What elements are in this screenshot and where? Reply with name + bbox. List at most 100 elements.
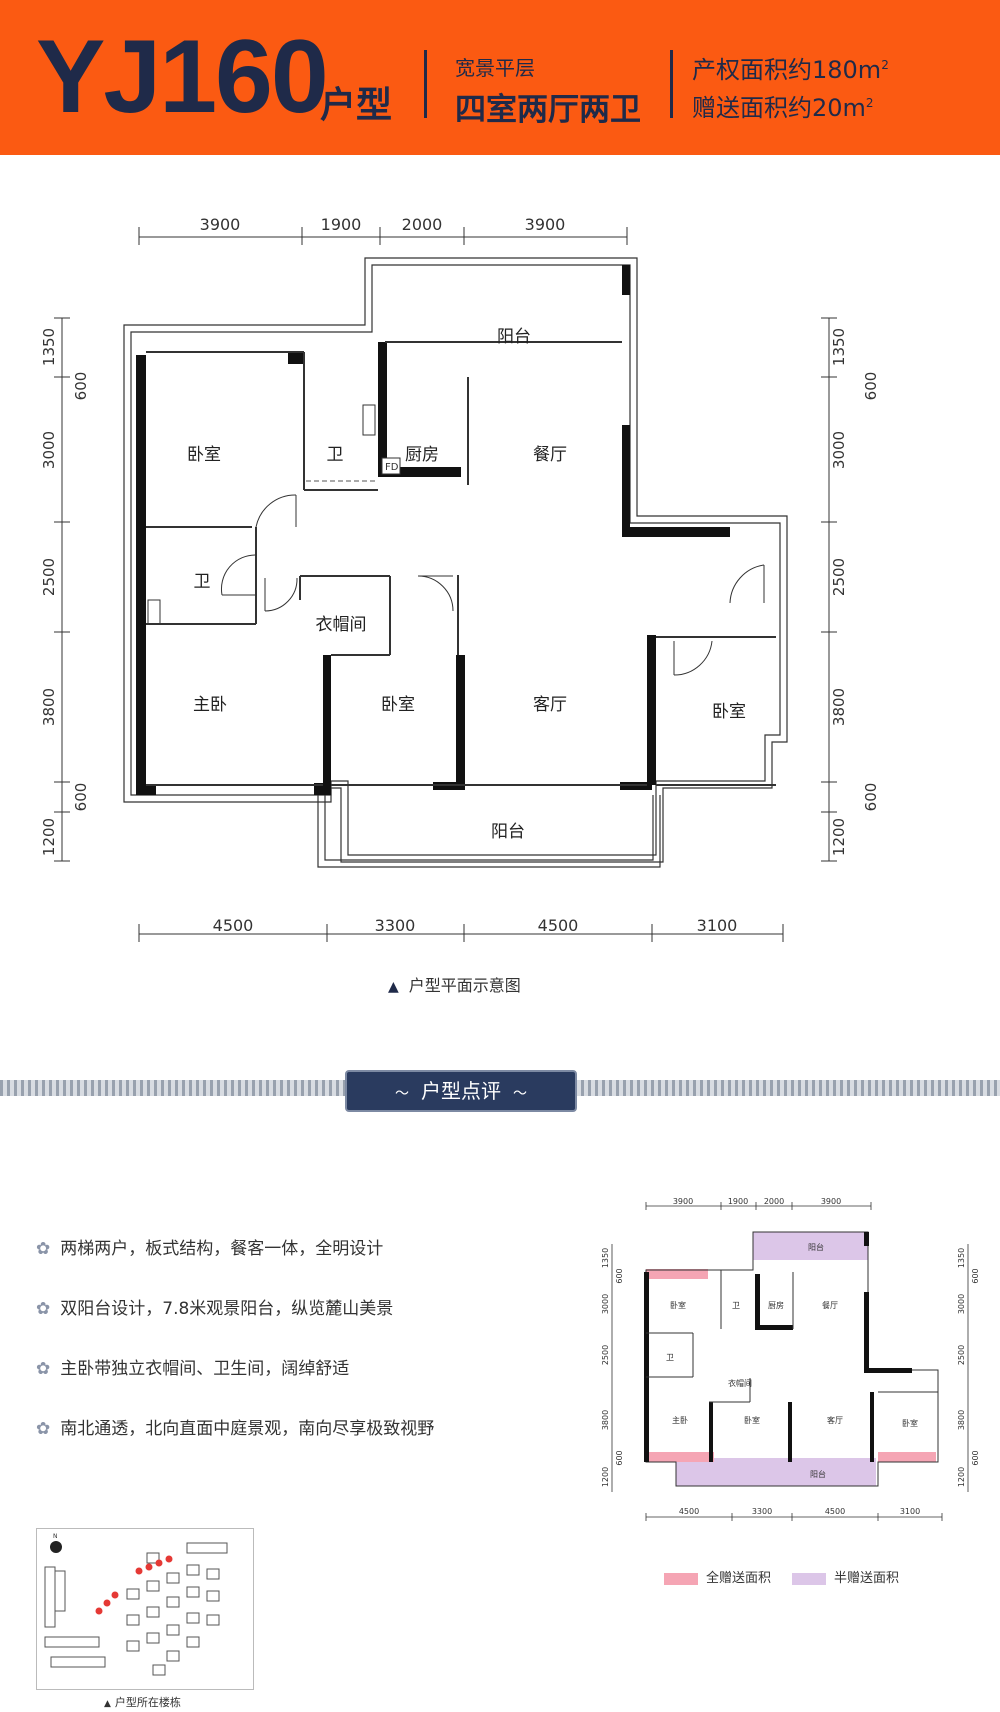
dim-left-3: 3000 bbox=[40, 431, 58, 469]
mini-dim-top-4: 3900 bbox=[821, 1197, 841, 1206]
dim-right-7: 1200 bbox=[830, 818, 848, 856]
mini-dim-top-1: 3900 bbox=[673, 1197, 693, 1206]
mini-dim-right-2: 600 bbox=[971, 1268, 980, 1283]
mini-room-wardrobe: 衣帽间 bbox=[728, 1378, 752, 1388]
dim-right-4: 2500 bbox=[830, 558, 848, 596]
dim-top-4: 3900 bbox=[525, 215, 566, 234]
mini-room-dining: 餐厅 bbox=[822, 1301, 838, 1310]
dim-left-4: 2500 bbox=[40, 558, 58, 596]
full-gift-area-bedroom3 bbox=[878, 1452, 936, 1462]
room-kitchen: 厨房 bbox=[405, 445, 439, 465]
legend-half-gift: 半赠送面积 bbox=[792, 1567, 899, 1586]
mini-dim-right-4: 2500 bbox=[957, 1345, 966, 1365]
mini-dim-left-4: 2500 bbox=[601, 1345, 610, 1365]
fd-label: FD bbox=[385, 462, 399, 473]
dim-left-5: 3800 bbox=[40, 688, 58, 726]
floor-plan: FD 3900 1900 2000 3900 4500 3300 4500 31… bbox=[40, 215, 880, 942]
half-gift-area-north bbox=[753, 1232, 868, 1260]
room-wardrobe: 衣帽间 bbox=[316, 615, 367, 635]
flower-icon: ✿ bbox=[36, 1419, 51, 1439]
subtitle: 宽景平层 bbox=[455, 56, 535, 80]
mini-floor-plan: 3900 1900 2000 3900 4500 3300 4500 3100 … bbox=[601, 1197, 980, 1521]
swirl-icon: ～ bbox=[395, 1086, 409, 1102]
room-dining: 餐厅 bbox=[533, 445, 567, 465]
site-map-caption: ▲户型所在楼栋 bbox=[104, 1696, 181, 1709]
triangle-icon: ▲ bbox=[104, 1699, 111, 1709]
mini-room-living: 客厅 bbox=[827, 1415, 843, 1425]
dim-left-6: 600 bbox=[72, 783, 90, 812]
mini-room-balcony-north: 阳台 bbox=[808, 1242, 824, 1252]
dim-top-2: 1900 bbox=[321, 215, 362, 234]
dim-left-7: 1200 bbox=[40, 818, 58, 856]
mini-room-bedroom-3: 卧室 bbox=[902, 1418, 918, 1428]
mini-dim-right-1: 1350 bbox=[957, 1248, 966, 1268]
mini-room-master-bedroom: 主卧 bbox=[672, 1415, 688, 1425]
full-gift-area-master bbox=[646, 1452, 714, 1462]
flower-icon: ✿ bbox=[36, 1239, 51, 1259]
header-banner: YJ160 户型 宽景平层 四室两厅两卫 产权面积约180m2 赠送面积约20m… bbox=[0, 0, 1000, 155]
mini-dim-left-6: 600 bbox=[615, 1450, 624, 1465]
plan-caption: ▲户型平面示意图 bbox=[388, 976, 521, 995]
bullet-3: ✿主卧带独立衣帽间、卫生间，阔绰舒适 bbox=[36, 1359, 350, 1379]
room-bedroom-3: 卧室 bbox=[712, 702, 746, 722]
room-balcony-south: 阳台 bbox=[491, 822, 525, 842]
header-divider bbox=[424, 50, 427, 118]
room-master-bedroom: 主卧 bbox=[193, 695, 227, 715]
half-gift-area-south bbox=[676, 1458, 876, 1486]
dim-bottom-3: 4500 bbox=[538, 916, 579, 935]
property-area: 产权面积约180m2 bbox=[692, 56, 889, 84]
site-map-drawing: N bbox=[44, 1533, 228, 1676]
compass-icon bbox=[50, 1541, 62, 1553]
compass-label: N bbox=[53, 1533, 58, 1540]
gift-area: 赠送面积约20m2 bbox=[692, 94, 874, 122]
dim-top-1: 3900 bbox=[200, 215, 241, 234]
mini-dim-left-1: 1350 bbox=[601, 1248, 610, 1268]
mini-room-bedroom-2: 卧室 bbox=[744, 1415, 760, 1425]
dim-right-3: 3000 bbox=[830, 431, 848, 469]
header-divider bbox=[670, 50, 673, 118]
swirl-icon: ～ bbox=[513, 1086, 527, 1102]
mini-dim-left-3: 3000 bbox=[601, 1294, 610, 1314]
dim-bottom-2: 3300 bbox=[375, 916, 416, 935]
room-bath-1: 卫 bbox=[327, 445, 344, 465]
mini-dim-top-3: 2000 bbox=[764, 1197, 784, 1206]
room-living: 客厅 bbox=[533, 695, 567, 715]
full-gift-area-bedroom1 bbox=[646, 1269, 708, 1279]
dim-bottom-4: 3100 bbox=[697, 916, 738, 935]
room-balcony-north: 阳台 bbox=[497, 327, 531, 347]
dim-right-2: 600 bbox=[862, 372, 880, 401]
mini-dim-bottom-2: 3300 bbox=[752, 1507, 772, 1516]
room-bath-2: 卫 bbox=[194, 572, 211, 592]
dim-bottom-1: 4500 bbox=[213, 916, 254, 935]
site-map: N bbox=[36, 1528, 254, 1690]
mini-dim-bottom-3: 4500 bbox=[825, 1507, 845, 1516]
mini-room-bath-1: 卫 bbox=[732, 1301, 740, 1310]
mini-dim-left-7: 1200 bbox=[601, 1467, 610, 1487]
legend-full-gift: 全赠送面积 bbox=[664, 1567, 771, 1586]
triangle-icon: ▲ bbox=[388, 979, 399, 995]
flower-icon: ✿ bbox=[36, 1359, 51, 1379]
bullet-2: ✿双阳台设计，7.8米观景阳台，纵览麓山美景 bbox=[36, 1299, 394, 1319]
mini-dim-right-6: 600 bbox=[971, 1450, 980, 1465]
mini-dim-bottom-4: 3100 bbox=[900, 1507, 920, 1516]
room-bedroom-2: 卧室 bbox=[381, 695, 415, 715]
dim-right-1: 1350 bbox=[830, 328, 848, 366]
model-number: YJ160 bbox=[36, 19, 329, 135]
mini-dim-bottom-1: 4500 bbox=[679, 1507, 699, 1516]
flower-icon: ✿ bbox=[36, 1299, 51, 1319]
room-bedroom-1: 卧室 bbox=[187, 445, 221, 465]
mini-dim-left-2: 600 bbox=[615, 1268, 624, 1283]
mini-room-kitchen: 厨房 bbox=[768, 1300, 784, 1310]
mini-dim-right-7: 1200 bbox=[957, 1467, 966, 1487]
bullet-1: ✿两梯两户，板式结构，餐客一体，全明设计 bbox=[36, 1239, 384, 1259]
mini-room-balcony-south: 阳台 bbox=[810, 1469, 826, 1479]
mini-dim-left-5: 3800 bbox=[601, 1410, 610, 1430]
mini-room-bath-2: 卫 bbox=[666, 1353, 674, 1362]
mini-room-bedroom-1: 卧室 bbox=[670, 1300, 686, 1310]
mini-dim-right-3: 3000 bbox=[957, 1294, 966, 1314]
mini-dim-right-5: 3800 bbox=[957, 1410, 966, 1430]
bullet-4: ✿南北通透，北向直面中庭景观，南向尽享极致视野 bbox=[36, 1419, 435, 1439]
dim-left-1: 1350 bbox=[40, 328, 58, 366]
mini-dim-top-2: 1900 bbox=[728, 1197, 748, 1206]
dim-top-3: 2000 bbox=[402, 215, 443, 234]
